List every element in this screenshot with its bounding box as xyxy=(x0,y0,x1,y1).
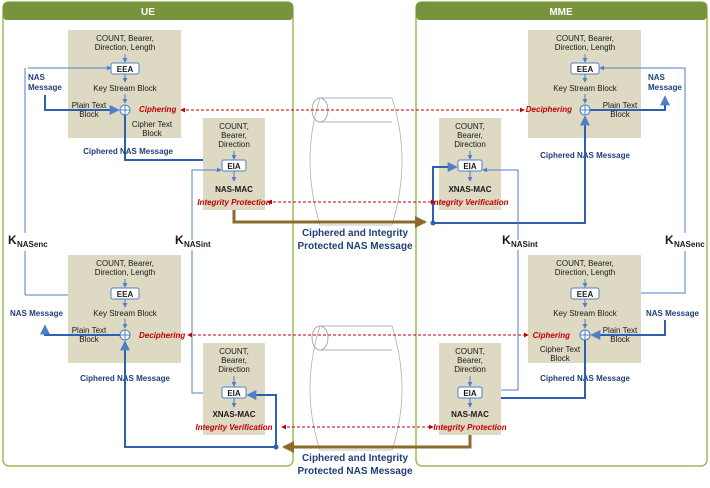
ue-integrity-protection-op: Integrity Protection xyxy=(197,198,270,207)
svg-text:Cipher Text: Cipher Text xyxy=(540,345,581,354)
svg-text:Key Stream Block: Key Stream Block xyxy=(553,84,618,93)
svg-text:COUNT,: COUNT, xyxy=(219,347,249,356)
svg-text:COUNT, Bearer,: COUNT, Bearer, xyxy=(96,259,154,268)
mme-header: MME xyxy=(549,7,573,18)
ue-key-nasint: K NASint xyxy=(175,233,211,249)
svg-text:Block: Block xyxy=(550,354,571,363)
svg-text:Block: Block xyxy=(610,110,631,119)
ue-ciphering-block: COUNT, Bearer, Direction, Length EEA Key… xyxy=(68,30,181,138)
ue-deciphering-op: Deciphering xyxy=(139,331,185,340)
mme-nas-message-top-1: NAS xyxy=(648,73,666,82)
middle-label-top-2: Protected NAS Message xyxy=(297,241,412,252)
svg-text:NAS-MAC: NAS-MAC xyxy=(451,410,489,419)
mme-integrity-verification-block: COUNT, Bearer, Direction EIA XNAS-MAC xyxy=(439,118,501,210)
svg-text:EIA: EIA xyxy=(463,162,477,171)
svg-text:NASenc: NASenc xyxy=(674,240,705,249)
svg-text:Direction: Direction xyxy=(218,140,250,149)
svg-text:Direction, Length: Direction, Length xyxy=(555,43,615,52)
svg-text:K: K xyxy=(8,233,17,247)
svg-text:Direction: Direction xyxy=(454,365,486,374)
ue-nas-message-bottom: NAS Message xyxy=(10,309,63,318)
svg-text:Cipher Text: Cipher Text xyxy=(132,120,173,129)
svg-text:COUNT, Bearer,: COUNT, Bearer, xyxy=(556,34,614,43)
svg-text:EIA: EIA xyxy=(227,389,241,398)
ue-nas-message-top-1: NAS xyxy=(28,73,46,82)
ue-ciphering-op: Ciphering xyxy=(139,105,176,114)
svg-text:EIA: EIA xyxy=(463,389,477,398)
ue-key-nasenc: K NASenc xyxy=(8,233,48,249)
svg-text:Block: Block xyxy=(142,129,163,138)
channel-cylinder-top xyxy=(309,97,403,226)
svg-text:COUNT, Bearer,: COUNT, Bearer, xyxy=(556,259,614,268)
svg-text:XNAS-MAC: XNAS-MAC xyxy=(448,185,491,194)
svg-text:Bearer,: Bearer, xyxy=(221,356,247,365)
svg-text:Bearer,: Bearer, xyxy=(457,131,483,140)
svg-text:Direction, Length: Direction, Length xyxy=(555,268,615,277)
ue-integrity-protection-block: COUNT, Bearer, Direction EIA NAS-MAC xyxy=(203,118,265,210)
svg-text:Direction: Direction xyxy=(218,365,250,374)
ue-integrity-verification-op: Integrity Verification xyxy=(195,423,272,432)
ue-nas-message-top-2: Message xyxy=(28,83,62,92)
svg-text:Plain Text: Plain Text xyxy=(72,326,107,335)
mme-integrity-verification-op: Integrity Verification xyxy=(431,198,508,207)
svg-text:Key Stream Block: Key Stream Block xyxy=(93,309,158,318)
svg-text:NASint: NASint xyxy=(184,240,211,249)
mme-ciphering-block: COUNT, Bearer, Direction, Length EEA Key… xyxy=(528,255,641,363)
svg-text:NASenc: NASenc xyxy=(17,240,48,249)
message-transfer-mme-to-ue xyxy=(282,435,472,453)
middle-label-bottom-2: Protected NAS Message xyxy=(297,466,412,477)
ue-integrity-verification-block: COUNT, Bearer, Direction EIA XNAS-MAC xyxy=(203,343,265,435)
message-transfer-ue-to-mme xyxy=(232,210,427,228)
svg-text:XNAS-MAC: XNAS-MAC xyxy=(212,410,255,419)
svg-text:Key Stream Block: Key Stream Block xyxy=(553,309,618,318)
mme-integrity-protection-block: COUNT, Bearer, Direction EIA NAS-MAC xyxy=(439,343,501,435)
svg-text:NAS-MAC: NAS-MAC xyxy=(215,185,253,194)
mme-nas-message-top-2: Message xyxy=(648,83,682,92)
mme-key-nasint: K NASint xyxy=(502,233,538,249)
ue-header: UE xyxy=(141,7,155,18)
svg-text:COUNT, Bearer,: COUNT, Bearer, xyxy=(96,34,154,43)
mme-integrity-protection-op: Integrity Protection xyxy=(433,423,506,432)
svg-text:COUNT,: COUNT, xyxy=(455,347,485,356)
eia-function: EIA xyxy=(227,162,241,171)
svg-text:EEA: EEA xyxy=(577,290,594,299)
svg-text:Bearer,: Bearer, xyxy=(221,131,247,140)
svg-text:Direction, Length: Direction, Length xyxy=(95,43,155,52)
svg-text:K: K xyxy=(175,233,184,247)
middle-label-top-1: Ciphered and Integrity xyxy=(302,228,409,239)
svg-text:Block: Block xyxy=(610,335,631,344)
svg-text:Bearer,: Bearer, xyxy=(457,356,483,365)
svg-text:NASint: NASint xyxy=(511,240,538,249)
svg-text:COUNT,: COUNT, xyxy=(219,122,249,131)
svg-text:COUNT,: COUNT, xyxy=(455,122,485,131)
svg-text:Plain Text: Plain Text xyxy=(72,101,107,110)
channel-cylinder-bottom xyxy=(309,325,403,451)
mme-key-nasenc: K NASenc xyxy=(665,233,705,249)
mme-ciphering-op: Ciphering xyxy=(533,331,570,340)
svg-text:Direction: Direction xyxy=(454,140,486,149)
middle-label-bottom-1: Ciphered and Integrity xyxy=(302,453,409,464)
svg-text:K: K xyxy=(665,233,674,247)
svg-text:K: K xyxy=(502,233,511,247)
mme-deciphering-block: COUNT, Bearer, Direction, Length EEA Key… xyxy=(528,30,641,138)
ue-ciphered-nas-top: Ciphered NAS Message xyxy=(83,147,173,156)
svg-text:Block: Block xyxy=(79,110,100,119)
svg-text:Plain Text: Plain Text xyxy=(603,326,638,335)
svg-text:EEA: EEA xyxy=(117,290,134,299)
svg-text:Block: Block xyxy=(79,335,100,344)
svg-text:Direction, Length: Direction, Length xyxy=(95,268,155,277)
eea-function: EEA xyxy=(117,65,134,74)
svg-text:Plain Text: Plain Text xyxy=(603,101,638,110)
mme-nas-message-bottom: NAS Message xyxy=(646,309,699,318)
svg-text:Key Stream Block: Key Stream Block xyxy=(93,84,158,93)
svg-text:EEA: EEA xyxy=(577,65,594,74)
mme-deciphering-op: Deciphering xyxy=(526,105,572,114)
